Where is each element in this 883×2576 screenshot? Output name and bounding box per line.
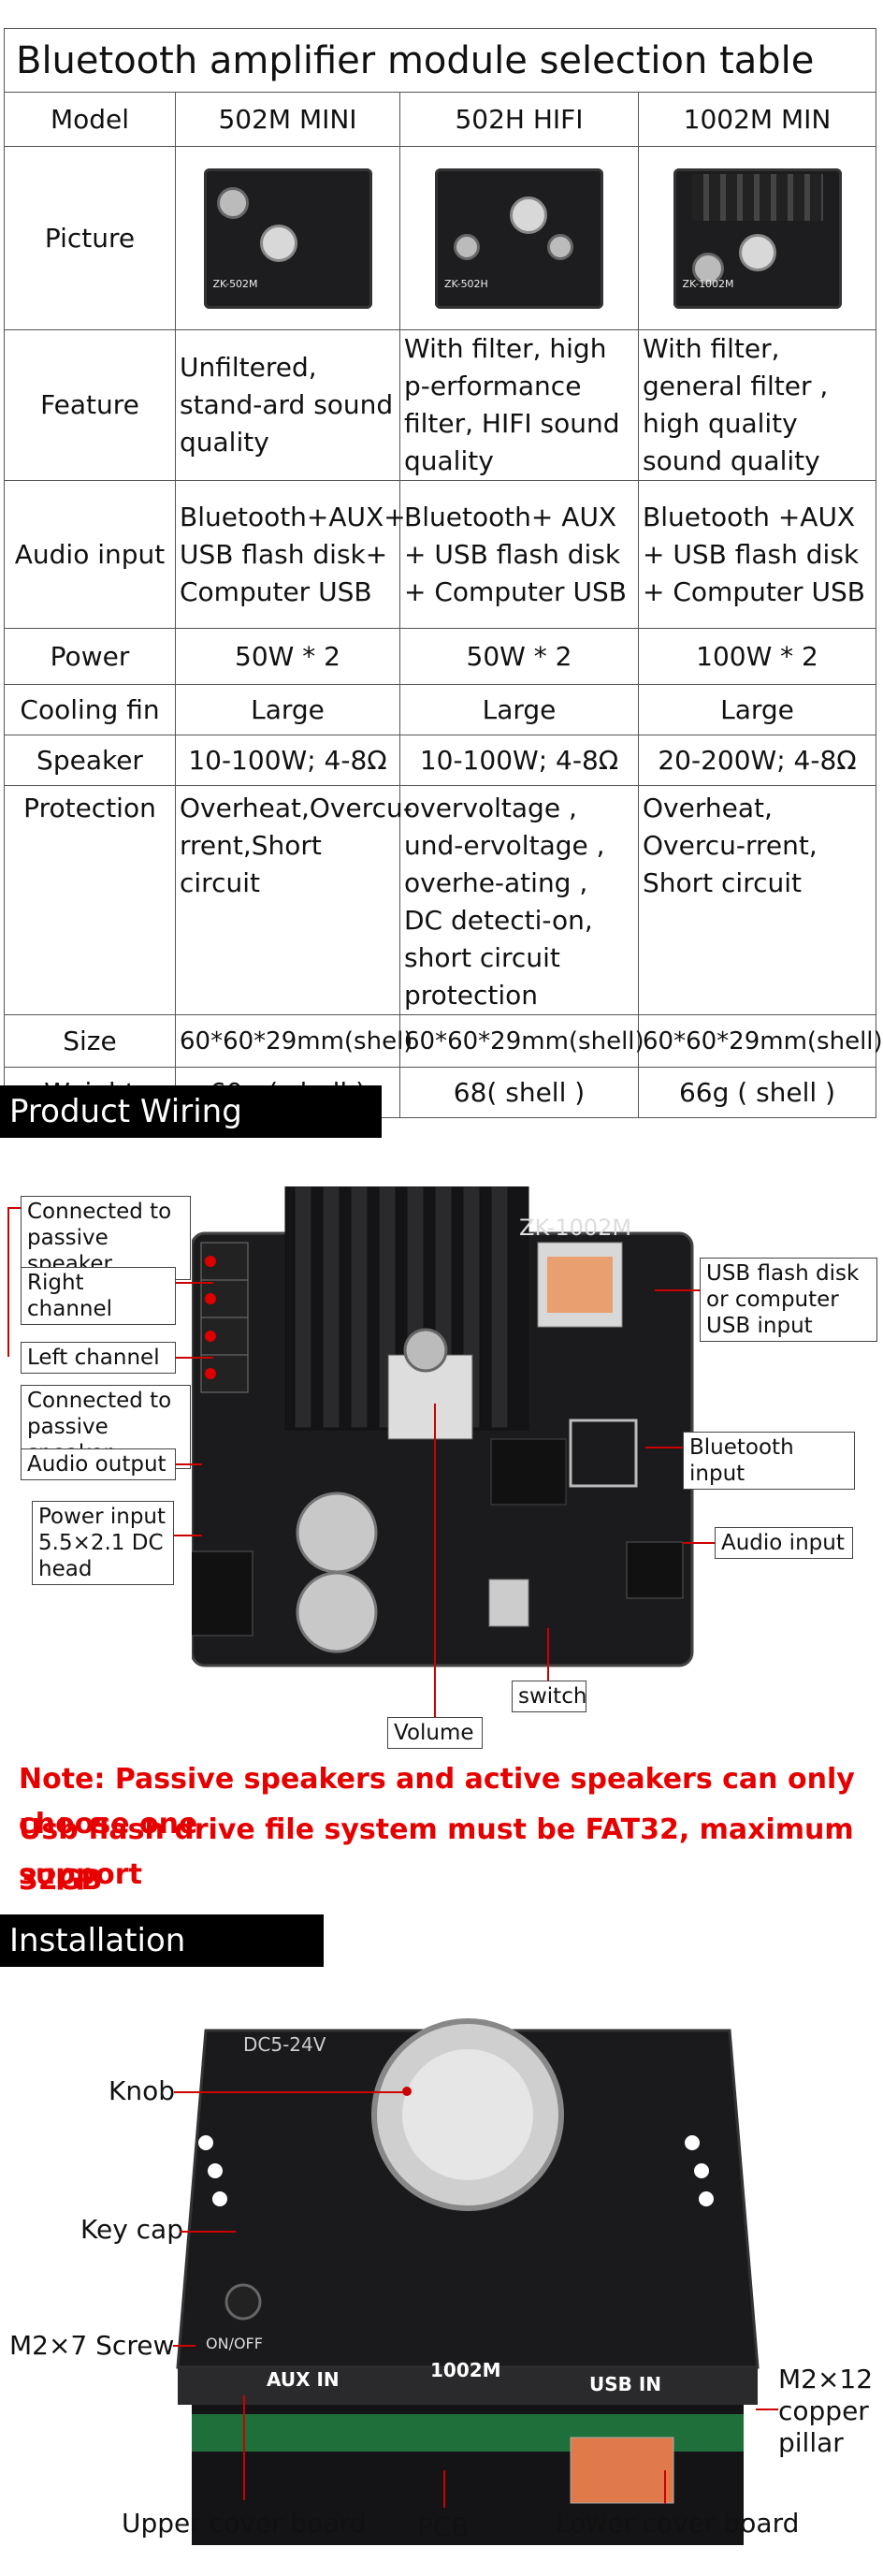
callout-switch: switch [512,1681,586,1712]
speaker-502m: 10-100W; 4-8Ω [175,735,400,786]
wiring-heading: Product Wiring Diagram [0,1085,382,1183]
svg-text:ZK-1002M: ZK-1002M [519,1215,631,1241]
label-knob: Knob [109,2075,176,2106]
callout-audio-output: Audio output [21,1448,176,1480]
label-key-cap: Key cap [80,2214,183,2245]
svg-text:1002M: 1002M [430,2359,501,2381]
weight-1002m: 66g ( shell ) [637,1067,877,1118]
header-1002m: 1002M MIN [637,92,877,147]
board-502m-image: ZK-502M [203,167,372,309]
label-m2x7-screw: M2×7 Screw [9,2330,175,2361]
size-label: Size [4,1014,176,1068]
table-title: Bluetooth amplifier module selection tab… [3,28,877,93]
picture-1002m: ZK-1002M [637,146,877,330]
protection-502m: Overheat,Overcu-rrent,Short circuit [175,785,413,1015]
note-32gb: 32GB [19,1864,103,1897]
feature-1002m: With filter, general filter , high quali… [637,329,877,481]
picture-502m: ZK-502M [175,146,400,330]
weight-502h: 68( shell ) [399,1067,639,1118]
size-502m: 60*60*29mm(shel) [175,1014,413,1068]
wiring-board-image: ZK-1002M [186,1186,697,1673]
power-1002m: 100W * 2 [637,628,877,685]
callout-audio-input: Audio input [715,1527,853,1559]
size-502h: 60*60*29mm(shell) [399,1014,644,1068]
svg-text:DC5-24V: DC5-24V [243,2033,326,2056]
callout-usb-input: USB flash disk or computer USB input [700,1258,877,1342]
cooling-fin-1002m: Large [637,684,877,735]
callout-right-channel: Right channel [21,1267,176,1325]
label-pcb: PCB [417,2511,470,2542]
speaker-502h: 10-100W; 4-8Ω [399,735,639,786]
callout-bluetooth-input: Bluetooth input [683,1432,855,1490]
callout-power-input: Power input 5.5×2.1 DC head [32,1501,174,1585]
protection-label: Protection [4,785,176,1015]
size-1002m: 60*60*29mm(shell) [637,1014,883,1068]
svg-text:ON/OFF: ON/OFF [206,2335,263,2352]
power-502m: 50W * 2 [175,628,400,685]
feature-502m: Unfiltered, stand-ard sound quality [175,329,400,481]
callout-left-channel: Left channel [21,1342,176,1374]
protection-1002m: Overheat, Overcu-rrent, Short circuit [637,785,877,1015]
callout-volume: Volume [387,1717,483,1749]
speaker-1002m: 20-200W; 4-8Ω [637,735,877,786]
cooling-fin-502h: Large [399,684,639,735]
cooling-fin-502m: Large [175,684,400,735]
picture-502h: ZK-502H [399,146,639,330]
svg-text:AUX IN: AUX IN [267,2368,340,2391]
audio-input-502h: Bluetooth+ AUX + USB flash disk + Comput… [399,480,639,629]
note-usb-fat32: Usb flash drive file system must be FAT3… [19,1813,854,1891]
selection-table: Bluetooth amplifier module selection tab… [3,28,883,1118]
board-502h-image: ZK-502H [435,167,603,309]
label-upper-cover: Upper cover board [122,2508,367,2539]
feature-label: Feature [4,329,176,481]
header-model: Model [4,92,176,147]
audio-input-1002m: Bluetooth +AUX + USB flash disk + Comput… [637,480,877,629]
feature-502h: With filter, high p-erformance filter, H… [399,329,639,481]
label-lower-cover: Lower cover board [556,2508,800,2539]
audio-input-502m: Bluetooth+AUX+ USB flash disk+ Computer … [175,480,406,629]
protection-502h: overvoltage , und-ervoltage , overhe-ati… [399,785,639,1015]
header-502m: 502M MINI [175,92,400,147]
audio-input-label: Audio input [4,480,176,629]
speaker-label: Speaker [4,735,176,786]
install-device-image: DC5-24V ON/OFF AUX IN 1002M USB IN [168,2012,767,2554]
header-502h: 502H HIFI [399,92,639,147]
picture-label: Picture [4,146,176,330]
board-1002m-image: ZK-1002M [673,167,842,309]
power-502h: 50W * 2 [399,628,639,685]
cooling-fin-label: Cooling fin [4,684,176,735]
note-speakers: Note: Passive speakers and active speake… [19,1763,855,1841]
power-label: Power [4,628,176,685]
install-heading: Installation Diagram [0,1914,324,2012]
svg-text:USB IN: USB IN [589,2373,661,2395]
label-copper-pillar: M2×12 copper pillar [778,2364,874,2458]
